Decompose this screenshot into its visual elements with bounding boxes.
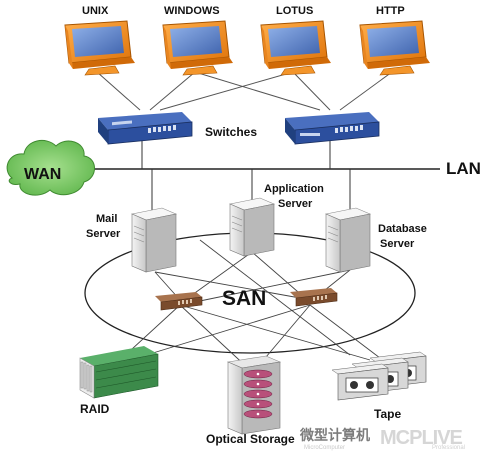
monitor-unix (64, 20, 135, 76)
client-label-http: HTTP (376, 5, 405, 17)
watermark-logo-sub: Professional (432, 445, 465, 451)
client-switch-links (96, 71, 393, 111)
san-label: SAN (222, 287, 266, 310)
raid-array (79, 346, 159, 399)
client-label-windows: WINDOWS (164, 5, 220, 17)
raid-label: RAID (80, 402, 110, 416)
optical-storage-tower (226, 355, 282, 435)
tape-drives (331, 351, 427, 401)
client-label-lotus: LOTUS (276, 5, 313, 17)
client-label-unix: UNIX (82, 5, 109, 17)
mail-server-label-2: Server (86, 228, 121, 240)
san-switch-right (290, 288, 338, 307)
optical-storage-label: Optical Storage (206, 432, 295, 446)
wan-label: WAN (24, 166, 61, 183)
watermark-logo-text: MCPLIVE (380, 427, 463, 449)
san-switch-left (155, 292, 203, 311)
monitor-http (359, 20, 430, 76)
switches-label: Switches (205, 125, 257, 139)
watermark-sub: MicroComputer (304, 445, 345, 451)
watermark-cn: 微型计算机 (299, 427, 370, 444)
server-tower-application (228, 197, 276, 257)
application-server-label-2: Server (278, 198, 313, 210)
server-tower-mail (130, 207, 178, 273)
network-switch-right (285, 112, 380, 145)
database-server-label-1: Database (378, 223, 427, 235)
wan-cloud (6, 139, 95, 196)
monitor-windows (162, 20, 233, 76)
lan-label: LAN (446, 159, 481, 178)
application-server-label-1: Application (264, 183, 324, 195)
database-server-label-2: Server (380, 238, 415, 250)
watermark-logo: 微型计算机 MicroComputer MCPLIVE Professional (299, 427, 465, 451)
server-tower-database (324, 207, 372, 273)
monitor-lotus (260, 20, 331, 76)
tape-label: Tape (374, 407, 401, 421)
mail-server-label-1: Mail (96, 213, 117, 225)
network-switch-left (98, 112, 193, 145)
